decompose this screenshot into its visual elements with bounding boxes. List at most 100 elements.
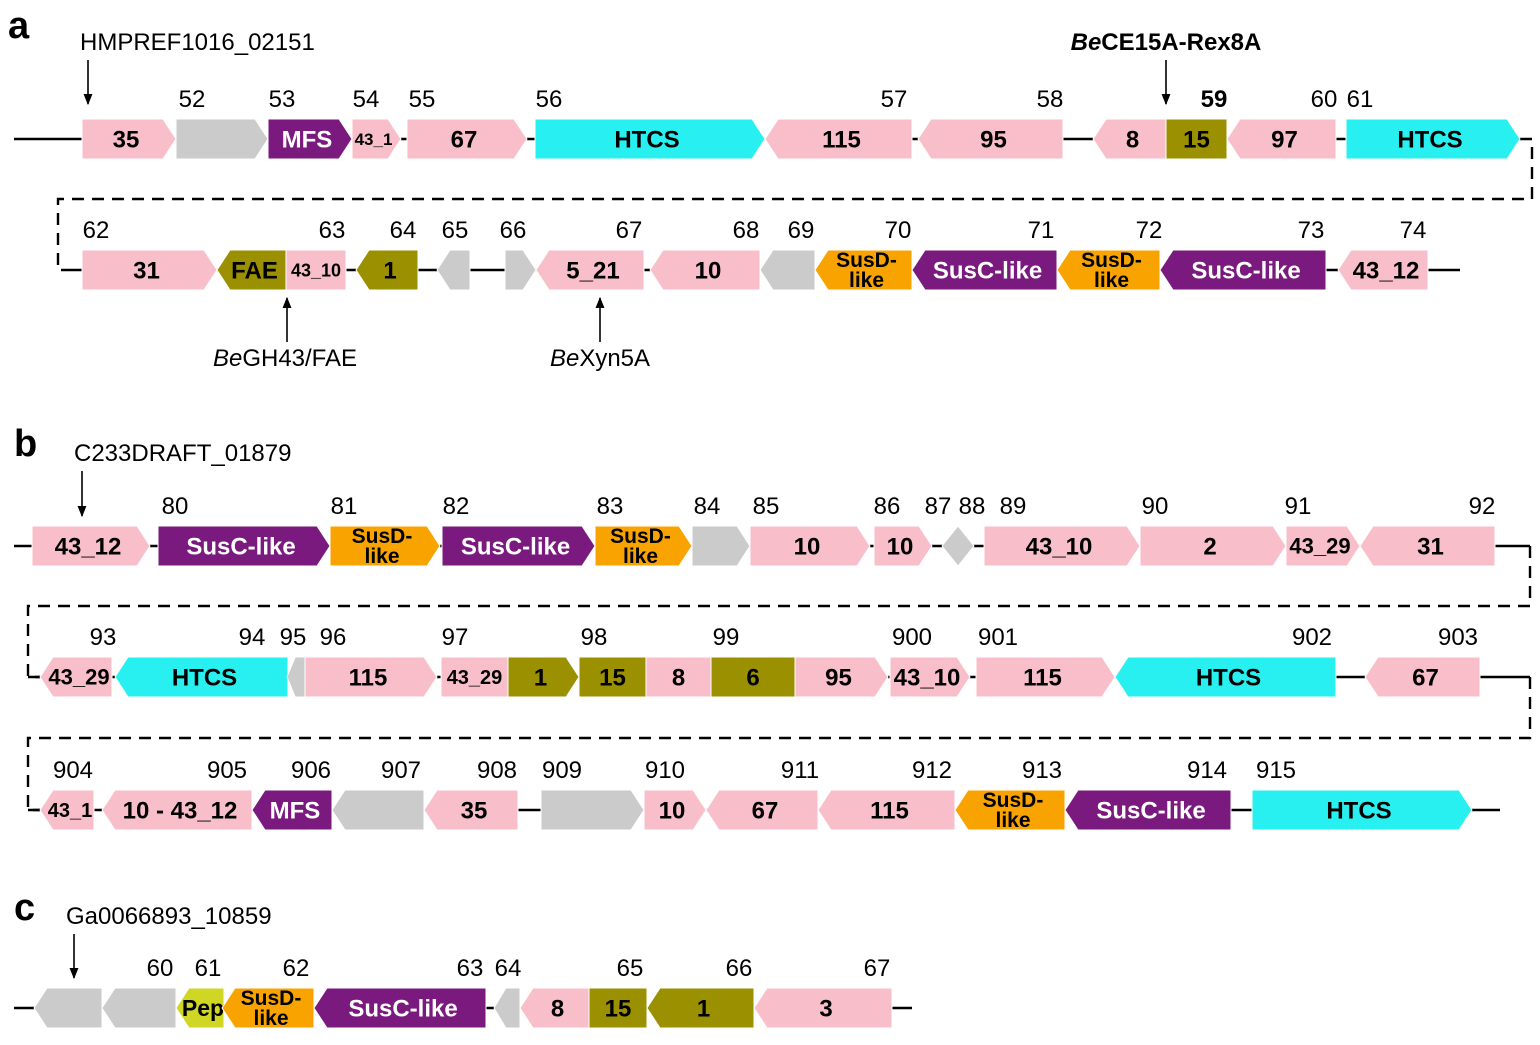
gene-label: 8 [551,995,564,1022]
gene-number: 59 [1201,86,1228,113]
row-connector [56,137,1534,272]
gene-label: 10 [695,257,722,284]
gene-number: 97 [442,624,469,651]
gene-arrow: 67 [406,118,528,160]
gene-number: 908 [477,757,517,784]
gene-label: SusC-like [186,533,295,560]
gene-number: 57 [881,86,908,113]
gene-label: 1 [534,664,547,691]
locus-annotation: BeCE15A-Rex8A [1071,29,1261,106]
panel-letter: b [14,423,37,465]
gene-label: 97 [1271,126,1298,153]
gene-arrow: SusD-like [329,525,441,568]
gene-label: 31 [133,257,160,284]
gene-label: 2 [1203,533,1216,560]
gene-label: MFS [270,797,321,824]
gene-arrow: 43_29 [440,656,509,698]
gene-label: SusC-like [348,995,457,1022]
gene-arrow: 10 [873,525,933,567]
gene-label: 3 [819,995,832,1022]
gene-number: 907 [381,757,421,784]
gene-label: SusC-like [461,533,570,560]
gene-arrow: HTCS [1114,656,1337,698]
gene-arrow: SusC-like [441,525,596,567]
gene-label: SusC-like [933,257,1042,284]
gene-number: 72 [1136,217,1163,244]
gene-arrow: 3 [753,987,893,1029]
gene-arrow: SusD-like [594,525,693,568]
gene-number: 900 [892,624,932,651]
gene-arrow: 8 [1092,118,1167,160]
gene-label: 67 [1412,664,1439,691]
gene-number: 92 [1469,493,1496,520]
locus-label: BeGH43/FAE [213,345,357,372]
gene-arrow [436,249,471,291]
gene-label: SusD-like [983,789,1044,832]
locus-label: Ga0066893_10859 [66,903,272,930]
gene-label: 43_29 [1289,534,1350,559]
gene-label: HTCS [1326,797,1391,824]
gene-label: 115 [1023,664,1062,691]
gene-arrow: SusD-like [814,249,913,292]
gene-label: 6 [746,664,759,691]
panel-letter: c [14,887,35,929]
gene-label: 8 [1126,126,1139,153]
gene-arrow: HTCS [534,118,766,160]
gene-arrow: 43_29 [39,656,113,698]
gene-label: MFS [282,126,333,153]
locus-annotation: HMPREF1016_02151 [80,29,315,106]
gene-number: 82 [443,493,470,520]
locus-label: BeXyn5A [550,345,650,372]
gene-label: 43_1 [355,130,393,149]
gene-arrow: 2 [1139,525,1287,567]
gene-arrow: 95 [917,118,1064,160]
gene-label: 10 [794,533,821,560]
gene-arrow: 10 [649,249,761,291]
gene-number: 902 [1292,624,1332,651]
gene-label: 8 [672,664,685,691]
panel-letter: a [8,5,30,47]
gene-label: 10 - 43_12 [123,797,238,824]
gene-label: HTCS [614,126,679,153]
gene-number: 63 [457,955,484,982]
gene-number: 84 [694,493,721,520]
gene-arrow [493,987,521,1029]
gene-arrow: SusC-like [911,249,1058,291]
gene-arrow: 1 [355,249,419,291]
gene-label: 67 [451,126,478,153]
gene-arrow: MFS [251,789,333,831]
gene-number: 95 [280,624,307,651]
gene-number: 67 [616,217,643,244]
gene-arrow: SusC-like [1159,249,1327,291]
gene-label: 1 [697,995,710,1022]
gene-number: 66 [500,217,527,244]
gene-number: 65 [442,217,469,244]
row-connector [26,677,1532,812]
gene-label: 115 [349,664,388,691]
gene-label: 95 [825,664,852,691]
gene-arrow [941,525,975,567]
gene-arrow: 10 [643,789,707,831]
gene-arrow [175,118,269,160]
gene-label: 5_21 [566,257,619,284]
gene-label: 43_1 [48,800,93,822]
gene-arrow: 31 [81,249,218,291]
gene-number: 86 [874,493,901,520]
gene-arrow: 43_1 [351,118,402,160]
gene-number: 58 [1037,86,1064,113]
gene-number: 62 [283,955,310,982]
gene-arrow: SusD-like [221,987,315,1030]
gene-number: 903 [1438,624,1478,651]
gene-arrow: 43_12 [1337,249,1429,291]
gene-number: 93 [90,624,117,651]
gene-number: 911 [781,757,819,784]
gene-number: 914 [1187,757,1227,784]
gene-label: HTCS [1196,664,1261,691]
gene-arrow: HTCS [1251,789,1473,831]
